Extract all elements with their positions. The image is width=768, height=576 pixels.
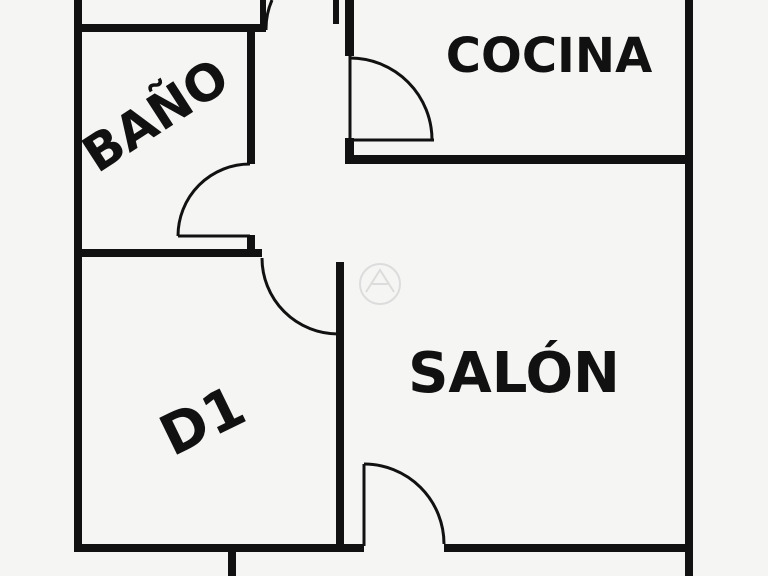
wall-kitchen-left [345, 0, 354, 56]
wall-kitchen-left-lower [345, 138, 354, 164]
wall-kitchen-bottom [345, 155, 693, 164]
door-entrance [362, 462, 446, 546]
wall-bath-bottom [74, 249, 262, 257]
door-top [264, 0, 274, 31]
room-label-kitchen: COCINA [446, 28, 652, 84]
outer-wall-bottom-left [74, 544, 364, 552]
lower-wall-stub-right [685, 552, 693, 576]
door-bedroom [260, 257, 339, 336]
room-label-living-room: SALÓN [408, 341, 620, 406]
wall-kitchen-left-top [333, 0, 339, 24]
wall-top-bath-left [74, 24, 264, 32]
outer-wall-right [685, 0, 693, 552]
wall-top-bath-vertical [260, 0, 266, 32]
outer-wall-bottom-right [444, 544, 693, 552]
wall-bath-right-upper [247, 24, 255, 164]
watermark-logo [359, 263, 401, 305]
wall-bath-right-lower [247, 235, 255, 257]
outer-wall-left [74, 0, 82, 552]
lower-wall-stub-left [228, 552, 236, 576]
wall-bedroom-right [336, 262, 344, 552]
door-kitchen [348, 56, 434, 142]
door-bathroom [176, 162, 251, 238]
